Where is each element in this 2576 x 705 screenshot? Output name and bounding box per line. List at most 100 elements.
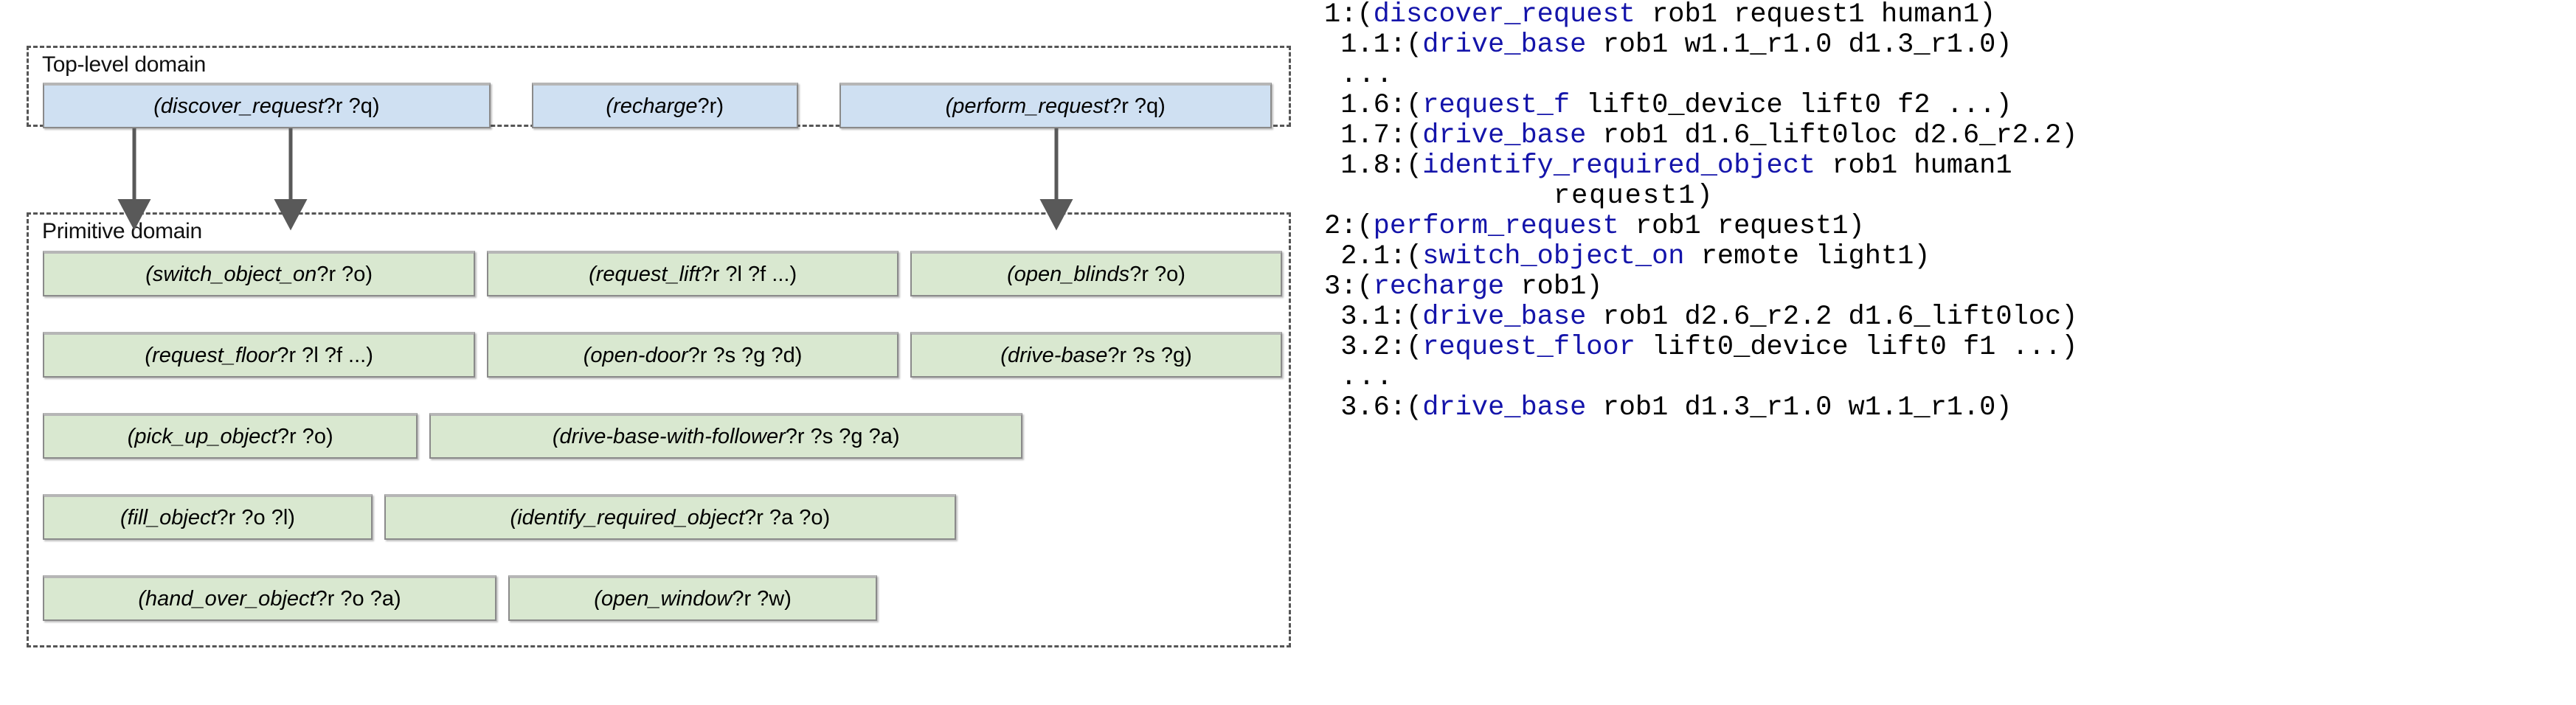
plan-line: 2.1:(switch_object_on remote light1) [1324,242,2576,272]
plan-step-id: 1.6:( [1340,90,1423,121]
domain-diagram: Top-level domain Primitive domain (disco… [27,46,1294,647]
plan-action-args: rob1 d1.6_lift0loc d2.6_r2.2) [1586,120,2078,151]
task-box[interactable]: (request_floor ?r ?l ?f ...) [43,332,476,378]
task-box[interactable]: (drive-base-with-follower ?r ?s ?g ?a) [429,413,1022,459]
plan-action-name: switch_object_on [1422,241,1685,272]
plan-line: 3.1:(drive_base rob1 d2.6_r2.2 d1.6_lift… [1324,302,2576,333]
plan-action-args: rob1 d1.3_r1.0 w1.1_r1.0) [1586,392,2012,423]
plan-action-name: drive_base [1422,392,1587,423]
primitive-task-row: (switch_object_on ?r ?o)(request_lift ?r… [43,251,1294,296]
plan-action-name: drive_base [1422,120,1587,151]
task-box[interactable]: (discover_request ?r ?q) [43,83,491,128]
plan-line: 1.1:(drive_base rob1 w1.1_r1.0 d1.3_r1.0… [1324,30,2576,60]
plan-action-name: identify_required_object [1422,150,1816,181]
task-box[interactable]: (fill_object ?r ?o ?l) [43,494,373,540]
plan-line-indent [1324,90,1340,121]
plan-line: 1.6:(request_f lift0_device lift0 f2 ...… [1324,91,2576,121]
task-box[interactable]: (drive-base ?r ?s ?g) [910,332,1283,378]
plan-action-args: rob1) [1504,271,1603,302]
task-box[interactable]: (open_window ?r ?w) [508,575,878,621]
plan-line-indent [1324,60,1340,91]
task-box[interactable]: (identify_required_object ?r ?a ?o) [384,494,956,540]
plan-line-indent [1324,362,1340,393]
task-arguments: ?r ?o ?a) [315,586,401,611]
task-box[interactable]: (request_lift ?r ?l ?f ...) [487,251,899,296]
task-box[interactable]: (switch_object_on ?r ?o) [43,251,476,296]
plan-action-args: rob1 d2.6_r2.2 d1.6_lift0loc) [1586,302,2078,333]
top-level-task-row: (discover_request ?r ?q) (recharge ?r) (pe… [43,83,1284,128]
task-arguments: ?r ?s ?g ?d) [688,343,803,367]
task-box[interactable]: (open_blinds ?r ?o) [910,251,1283,296]
plan-step-id: 3.1:( [1340,302,1423,333]
plan-action-args: ... [1340,362,1394,393]
plan-action-name: drive_base [1422,29,1587,60]
plan-line-indent [1324,302,1340,333]
plan-line-indent [1324,392,1340,423]
task-operator: (discover_request [153,94,324,118]
task-box[interactable]: (open-door ?r ?s ?g ?d) [487,332,899,378]
plan-line-indent [1324,181,1554,212]
top-level-domain-label: Top-level domain [42,52,206,77]
plan-step-id: 1:( [1324,0,1374,30]
plan-line: 1:(discover_request rob1 request1 human1… [1324,0,2576,30]
plan-step-id: 3.6:( [1340,392,1423,423]
task-operator: (request_floor [145,343,277,367]
task-operator: (pick_up_object [127,424,277,448]
task-operator: (open_window [594,586,733,611]
task-arguments: ?r ?o) [316,262,373,286]
plan-action-name: request_f [1422,90,1571,121]
task-box[interactable]: (recharge ?r) [531,83,798,128]
task-arguments: ?r ?o) [277,424,333,448]
primitive-task-row: (request_floor ?r ?l ?f ...)(open-door ?… [43,332,1294,378]
task-arguments: ?r ?q) [323,94,380,118]
plan-action-args: remote light1) [1684,241,1931,272]
plan-action-args: rob1 w1.1_r1.0 d1.3_r1.0) [1586,29,2012,60]
task-arguments: ?r) [697,94,724,118]
task-arguments: ?r ?o ?l) [216,505,295,529]
plan-step-id: 3:( [1324,271,1374,302]
plan-action-name: discover_request [1373,0,1635,30]
task-operator: (identify_required_object [510,505,745,529]
task-operator: (request_lift [589,262,701,286]
plan-line: ... [1324,60,2576,91]
task-operator: (switch_object_on [145,262,317,286]
task-operator: (hand_over_object [138,586,316,611]
task-operator: (drive-base [1000,343,1108,367]
plan-action-name: request_floor [1422,332,1635,363]
plan-line: 1.7:(drive_base rob1 d1.6_lift0loc d2.6_… [1324,121,2576,151]
task-box[interactable]: (hand_over_object ?r ?o ?a) [43,575,496,621]
plan-line-indent [1324,120,1340,151]
plan-line: 3.2:(request_floor lift0_device lift0 f1… [1324,333,2576,363]
task-operator: (recharge [606,94,698,118]
plan-action-args: rob1 human1 [1815,150,2012,181]
plan-step-id: 2:( [1324,211,1374,242]
plan-step-id: 2.1:( [1340,241,1423,272]
task-arguments: ?r ?q) [1109,94,1166,118]
plan-line-indent [1324,332,1340,363]
task-arguments: ?r ?l ?f ...) [700,262,797,286]
plan-action-args: lift0_device lift0 f2 ...) [1570,90,2012,121]
task-box[interactable]: (perform_request ?r ?q) [839,83,1272,128]
plan-action-args: request1) [1553,181,1714,212]
plan-line: 3.6:(drive_base rob1 d1.3_r1.0 w1.1_r1.0… [1324,393,2576,423]
plan-action-name: drive_base [1422,302,1587,333]
task-operator: (drive-base-with-follower [552,424,786,448]
plan-step-id: 1.7:( [1340,120,1423,151]
task-arguments: ?r ?l ?f ...) [277,343,373,367]
plan-action-args: rob1 request1 human1) [1635,0,1996,30]
plan-action-args: rob1 request1) [1618,211,1865,242]
primitive-task-row: (hand_over_object ?r ?o ?a) (open_window … [43,575,889,621]
task-operator: (open-door [583,343,688,367]
plan-action-args: lift0_device lift0 f1 ...) [1635,332,2078,363]
plan-line: 2:(perform_request rob1 request1) [1324,212,2576,242]
plan-step-id: 3.2:( [1340,332,1423,363]
task-box[interactable]: (pick_up_object ?r ?o) [43,413,418,459]
plan-line-indent [1324,241,1340,272]
task-operator: (open_blinds [1007,262,1130,286]
task-arguments: ?r ?w) [732,586,792,611]
plan-line-indent [1324,29,1340,60]
plan-line: 3:(recharge rob1) [1324,272,2576,302]
plan-step-id: 1.1:( [1340,29,1423,60]
task-arguments: ?r ?s ?g) [1107,343,1192,367]
task-operator: (fill_object [120,505,217,529]
